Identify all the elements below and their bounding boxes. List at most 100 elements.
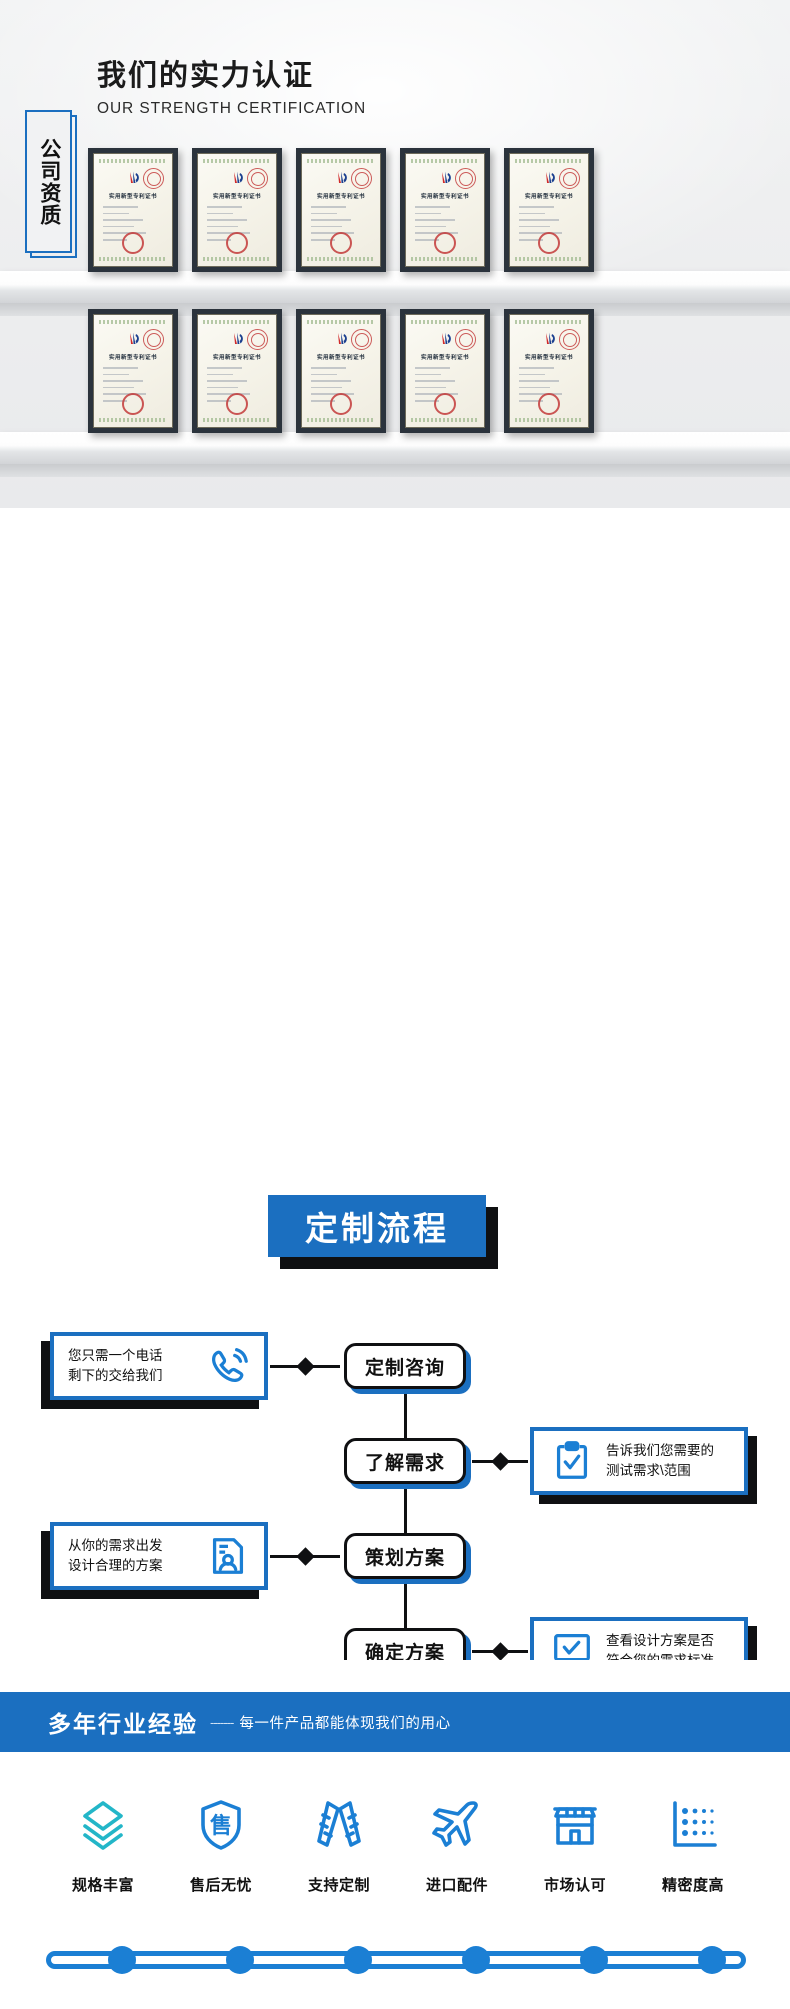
customization-flow-section: 定制流程 定制咨询 您只需一个电话 剩下的交给我们了解需求 告诉我们您需要的 测试需…	[0, 508, 790, 1979]
shop-icon	[547, 1786, 603, 1864]
callout-text: 您只需一个电话 剩下的交给我们	[68, 1347, 163, 1383]
clipboard-check-icon	[546, 1435, 598, 1487]
certificate-frame[interactable]: 实用新型专利证书	[192, 148, 282, 272]
feature-label: 售后无忧	[189, 1877, 252, 1894]
connector-diamond	[296, 1357, 315, 1376]
certificate-border-bottom	[202, 257, 272, 261]
flow-step-2[interactable]: 了解需求	[344, 1438, 471, 1489]
certificate-seal-bottom	[538, 232, 560, 254]
callout-box: 告诉我们您需要的 测试需求\范围	[530, 1427, 748, 1495]
certificate-frame[interactable]: 实用新型专利证书	[504, 309, 594, 433]
certificate-frame[interactable]: 实用新型专利证书	[88, 148, 178, 272]
flow-step-3[interactable]: 策划方案	[344, 1533, 471, 1584]
certificate-mat: 实用新型专利证书	[301, 314, 381, 428]
rail-dot-1	[108, 1946, 136, 1974]
certificate-seal-top	[143, 329, 164, 350]
feature-label: 支持定制	[307, 1877, 370, 1894]
certificate-title: 实用新型专利证书	[525, 355, 573, 361]
rail-dot-2	[226, 1946, 254, 1974]
feature-label: 进口配件	[425, 1877, 488, 1894]
certificate-seal-bottom	[226, 393, 248, 415]
certificate-title: 实用新型专利证书	[109, 194, 157, 200]
certificate-border-top	[514, 320, 584, 324]
flow-step-label: 了解需求	[364, 1452, 445, 1474]
certificate-seal-top	[351, 168, 372, 189]
certificate-title: 实用新型专利证书	[525, 194, 573, 200]
certificate-border-bottom	[306, 257, 376, 261]
certificate-mat: 实用新型专利证书	[197, 314, 277, 428]
certificate-seal-bottom	[122, 393, 144, 415]
certificate-border-top	[306, 159, 376, 163]
feature-item-4[interactable]: 进口配件	[402, 1786, 512, 1895]
certification-header: 我们的实力认证 OUR STRENGTH CERTIFICATION	[97, 60, 366, 118]
connector-diamond	[296, 1547, 315, 1566]
certificate-seal-top	[455, 329, 476, 350]
certificate-border-bottom	[410, 418, 480, 422]
certificate-text-lines	[415, 206, 475, 246]
certificate-border-bottom	[410, 257, 480, 261]
feature-label: 规格丰富	[71, 1877, 134, 1894]
rail-dot-3	[344, 1946, 372, 1974]
feature-item-5[interactable]: 市场认可	[520, 1786, 630, 1895]
certificate-border-top	[410, 159, 480, 163]
feature-item-3[interactable]: 支持定制	[284, 1786, 394, 1895]
flow-step-1[interactable]: 定制咨询	[344, 1343, 471, 1394]
experience-banner: 多年行业经验 ------- 每一件产品都能体现我们的用心	[0, 1692, 790, 1752]
page-title: 我们的实力认证	[97, 60, 315, 92]
certificate-seal-top	[559, 329, 580, 350]
flow-callout-3: 从你的需求出发 设计合理的方案	[41, 1522, 268, 1599]
certificate-border-top	[306, 320, 376, 324]
certificate-row-top: 实用新型专利证书实用新型专利证书实用新型专利证书实用新型专利证书实用新型专利证书	[0, 148, 790, 272]
layers-icon	[75, 1786, 131, 1864]
ruler-pencil-icon	[311, 1786, 367, 1864]
certificate-border-bottom	[202, 418, 272, 422]
badge-label: 公司资质	[37, 137, 61, 226]
feature-rail	[46, 1946, 746, 1974]
certificate-mat: 实用新型专利证书	[93, 314, 173, 428]
callout-text: 告诉我们您需要的 测试需求\范围	[606, 1442, 714, 1478]
certificate-border-top	[98, 159, 168, 163]
callout-text: 从你的需求出发 设计合理的方案	[68, 1537, 163, 1573]
certificate-logo-icon	[234, 171, 243, 183]
flow-title-text: 定制流程	[305, 1210, 449, 1247]
certificate-title: 实用新型专利证书	[421, 355, 469, 361]
certificate-frame[interactable]: 实用新型专利证书	[400, 148, 490, 272]
certificate-frame[interactable]: 实用新型专利证书	[88, 309, 178, 433]
feature-item-6[interactable]: 精密度高	[638, 1786, 748, 1895]
flow-step-pill: 策划方案	[344, 1533, 466, 1579]
rail-dot-6	[698, 1946, 726, 1974]
certificate-frame[interactable]: 实用新型专利证书	[296, 148, 386, 272]
company-qualification-badge: 公司资质	[25, 110, 77, 258]
certificate-seal-top	[247, 329, 268, 350]
certificate-seal-bottom	[330, 232, 352, 254]
certificate-mat: 实用新型专利证书	[301, 153, 381, 267]
certificate-seal-top	[143, 168, 164, 189]
flow-title-box: 定制流程	[268, 1195, 486, 1257]
certificate-title: 实用新型专利证书	[317, 355, 365, 361]
certificate-title: 实用新型专利证书	[109, 355, 157, 361]
certificate-border-top	[202, 320, 272, 324]
certificate-seal-top	[455, 168, 476, 189]
feature-icon-grid: 规格丰富售售后无忧支持定制进口配件市场认可精密度高	[48, 1786, 748, 1895]
certificate-frame[interactable]: 实用新型专利证书	[296, 309, 386, 433]
certificate-logo-icon	[130, 171, 139, 183]
certificate-logo-icon	[442, 332, 451, 344]
certificate-logo-icon	[338, 332, 347, 344]
feature-label: 精密度高	[661, 1877, 724, 1894]
experience-banner-sub: 每一件产品都能体现我们的用心	[239, 1715, 451, 1732]
certificate-logo-icon	[546, 332, 555, 344]
certificate-frame[interactable]: 实用新型专利证书	[400, 309, 490, 433]
certificate-frame[interactable]: 实用新型专利证书	[192, 309, 282, 433]
certificate-logo-icon	[338, 171, 347, 183]
flow-step-pill: 定制咨询	[344, 1343, 466, 1389]
certificate-text-lines	[311, 206, 371, 246]
flow-step-label: 确定方案	[364, 1642, 445, 1664]
feature-item-1[interactable]: 规格丰富	[48, 1786, 158, 1895]
certificate-frame[interactable]: 实用新型专利证书	[504, 148, 594, 272]
shelf-bottom-face	[0, 464, 790, 477]
connector-diamond	[491, 1452, 510, 1471]
callout-box: 您只需一个电话 剩下的交给我们	[50, 1332, 268, 1400]
certificate-text-lines	[519, 206, 579, 246]
shield-sale-icon: 售	[193, 1786, 249, 1864]
feature-item-2[interactable]: 售售后无忧	[166, 1786, 276, 1895]
